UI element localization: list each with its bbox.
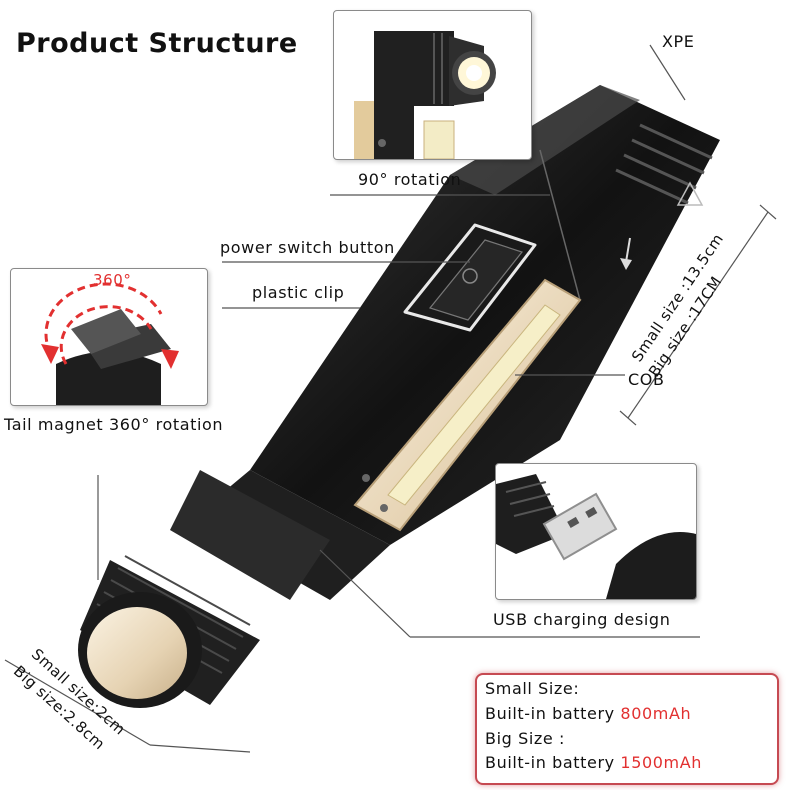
usb-charging-label: USB charging design <box>493 610 671 629</box>
usb-charging-inset <box>495 463 697 600</box>
cob-light-panel <box>353 278 582 532</box>
tail-cap <box>78 470 390 708</box>
plastic-clip-label: plastic clip <box>252 283 345 302</box>
small-battery-prefix: Built-in battery <box>485 704 621 723</box>
rotated-head-image <box>354 31 496 159</box>
big-battery-line: Built-in battery 1500mAh <box>485 753 702 772</box>
battery-spec-box: Small Size: Built-in battery 800mAh Big … <box>475 673 779 785</box>
big-battery-prefix: Built-in battery <box>485 753 621 772</box>
big-size-heading: Big Size : <box>485 729 565 748</box>
small-battery-value: 800mAh <box>620 704 692 723</box>
tail-rotation-image <box>41 282 179 405</box>
flashlight-body <box>250 85 720 545</box>
xpe-label: XPE <box>662 32 695 51</box>
head-rotation-inset <box>333 10 532 160</box>
small-size-heading: Small Size: <box>485 679 580 698</box>
tail-magnet-label: Tail magnet 360° rotation <box>4 415 224 434</box>
power-switch-label: power switch button <box>220 238 395 257</box>
leader-lines <box>4 44 777 753</box>
rotation-360-badge: 360° <box>93 271 132 289</box>
cob-label: COB <box>628 370 665 389</box>
tail-magnet-inset: 360° <box>10 268 208 406</box>
big-battery-value: 1500mAh <box>620 753 703 772</box>
page-title: Product Structure <box>16 28 298 59</box>
usb-plug-image <box>496 474 696 599</box>
rotation-90-label: 90° rotation <box>358 170 462 189</box>
power-switch-button <box>403 223 537 332</box>
small-battery-line: Built-in battery 800mAh <box>485 704 691 723</box>
